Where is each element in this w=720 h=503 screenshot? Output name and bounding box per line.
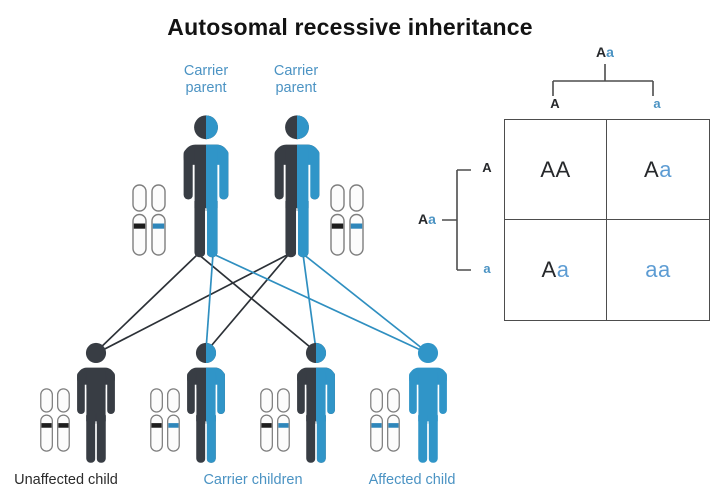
punnett-row-header-dominant: A	[482, 160, 492, 175]
punnett-col-header-recessive: a	[653, 96, 661, 111]
top-parent-genotype-label: Aa	[596, 44, 614, 60]
carrier-parent-right-label: Carrier parent	[273, 63, 319, 96]
carrier-parent-left-label: Carrier parent	[183, 63, 229, 96]
affected-child-label: Affected child	[368, 472, 456, 488]
recessive-allele-lines	[205, 253, 429, 354]
punnett-col-header-dominant: A	[550, 96, 560, 111]
diagram-title: Autosomal recessive inheritance	[167, 14, 533, 40]
carrier-children-label: Carrier children	[203, 472, 303, 488]
left-parent-genotype-label: Aa	[418, 211, 436, 227]
punnett-row-header-recessive: a	[483, 261, 491, 276]
dominant-allele-lines	[95, 253, 317, 354]
unaffected-child-label: Unaffected child	[14, 472, 118, 488]
